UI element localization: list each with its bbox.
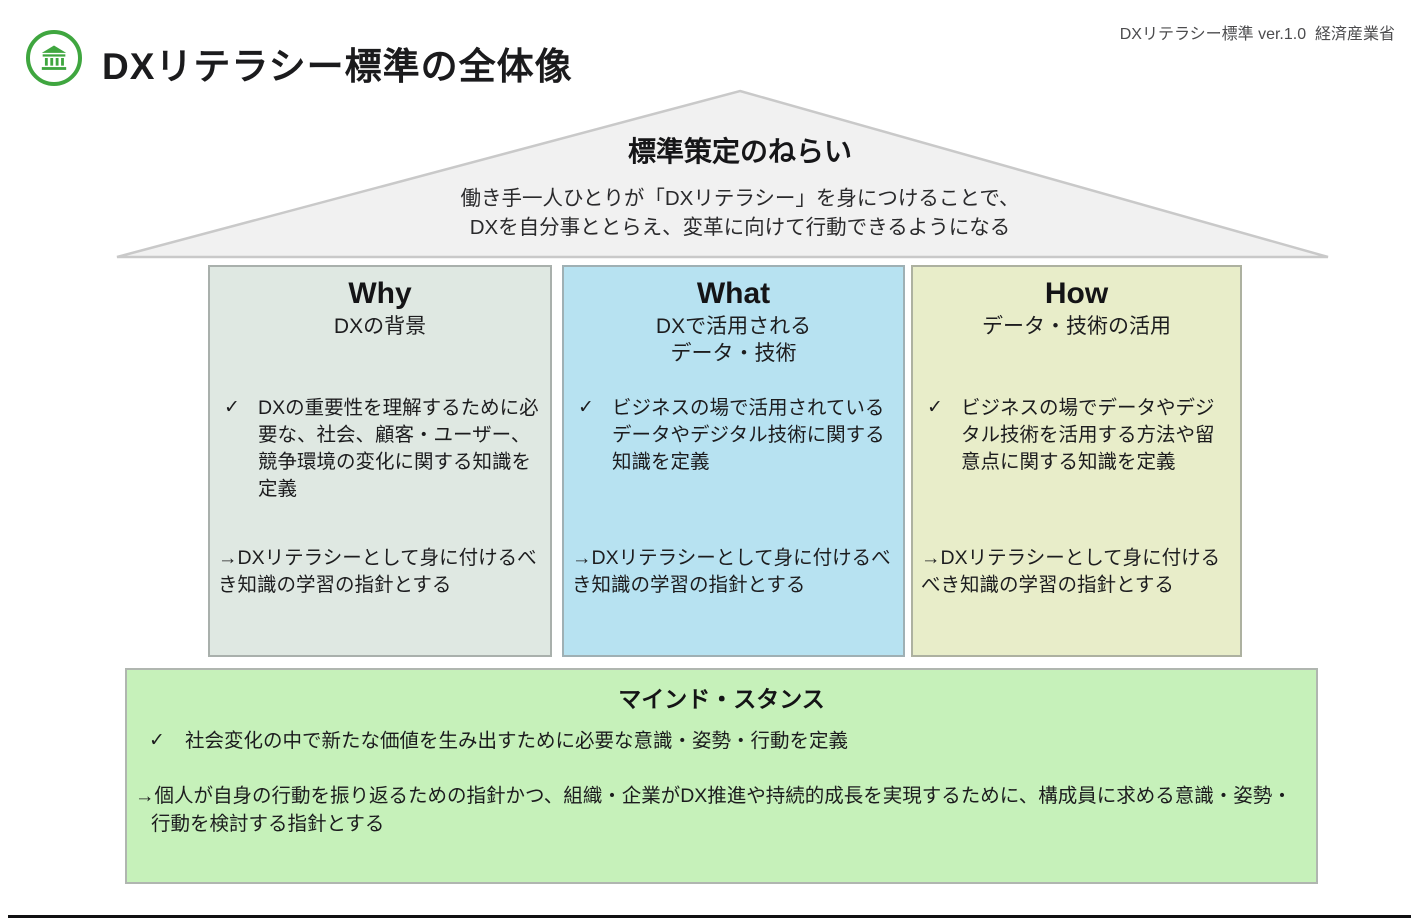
roof-triangle xyxy=(116,89,1329,259)
pillar-why-title: Why xyxy=(348,277,412,310)
bank-building-icon xyxy=(26,30,82,86)
pillar-how: How データ・技術の活用 ✓ ビジネスの場でデータやデジタル技術を活用する方法… xyxy=(911,265,1242,657)
roof-title: 標準策定のねらい xyxy=(627,136,852,167)
pillar-how-bullet: ✓ ビジネスの場でデータやデジタル技術を活用する方法や留意点に関する知識を定義 xyxy=(913,395,1240,545)
pillar-what-arrow-text: →DXリテラシーとして身に付けるべき知識の学習の指針とする xyxy=(572,547,891,596)
check-icon: ✓ xyxy=(927,397,943,418)
pillar-what-bullet-text: ビジネスの場で活用されているデータやデジタル技術に関する知識を定義 xyxy=(612,397,885,473)
pillar-why-bullet: ✓ DXの重要性を理解するために必要な、社会、顧客・ユーザー、競争環境の変化に関… xyxy=(210,395,550,545)
pillar-how-title: How xyxy=(1044,277,1109,310)
pillar-what-subtitle: DXで活用される データ・技術 xyxy=(655,315,812,366)
mind-stance-bullet: ✓ 社会変化の中で新たな価値を生み出すために必要な意識・姿勢・行動を定義 xyxy=(149,728,1302,755)
roof-text-block: 標準策定のねらい 働き手一人ひとりが「DXリテラシー」を身につけることで、 DX… xyxy=(240,130,1240,242)
pillar-what-bullet: ✓ ビジネスの場で活用されているデータやデジタル技術に関する知識を定義 xyxy=(564,395,903,545)
document-version-label: DXリテラシー標準 ver.1.0 経済産業省 xyxy=(1119,26,1395,43)
pillar-what: What DXで活用される データ・技術 ✓ ビジネスの場で活用されているデータ… xyxy=(562,265,905,657)
pillar-why-bullet-text: DXの重要性を理解するために必要な、社会、顧客・ユーザー、競争環境の変化に関する… xyxy=(258,397,539,500)
pillar-how-bullet-text: ビジネスの場でデータやデジタル技術を活用する方法や留意点に関する知識を定義 xyxy=(961,397,1215,473)
mind-stance-bullet-text: 社会変化の中で新たな価値を生み出すために必要な意識・姿勢・行動を定義 xyxy=(185,730,849,752)
pillar-why: Why DXの背景 ✓ DXの重要性を理解するために必要な、社会、顧客・ユーザー… xyxy=(208,265,552,657)
mind-stance-title: マインド・スタンス xyxy=(618,686,825,712)
check-icon: ✓ xyxy=(578,397,594,418)
check-icon: ✓ xyxy=(224,397,240,418)
pillar-why-arrow-text: →DXリテラシーとして身に付けるべき知識の学習の指針とする xyxy=(218,547,537,596)
pillar-what-title: What xyxy=(696,277,771,310)
bottom-divider xyxy=(8,915,1411,918)
mind-stance-arrow-text: →個人が自身の行動を振り返るための指針かつ、組織・企業がDX推進や持続的成長を実… xyxy=(135,785,1292,835)
roof-goal-line-2: DXを自分事ととらえ、変革に向けて行動できるようになる xyxy=(469,216,1011,240)
pillar-why-subtitle: DXの背景 xyxy=(333,315,427,338)
pillar-how-arrow-text: →DXリテラシーとして身に付けるべき知識の学習の指針とする xyxy=(921,547,1221,596)
roof-goal-line-1: 働き手一人ひとりが「DXリテラシー」を身につけることで、 xyxy=(460,187,1020,210)
pillar-how-header: How データ・技術の活用 xyxy=(913,267,1240,395)
page-title: DXリテラシー標準の全体像 xyxy=(102,46,573,87)
pillar-why-header: Why DXの背景 xyxy=(210,267,550,395)
pillar-what-header: What DXで活用される データ・技術 xyxy=(564,267,903,395)
mind-stance-box: マインド・スタンス ✓ 社会変化の中で新たな価値を生み出すために必要な意識・姿勢… xyxy=(125,668,1318,884)
pillar-how-subtitle: データ・技術の活用 xyxy=(982,315,1171,338)
check-icon: ✓ xyxy=(149,730,165,751)
